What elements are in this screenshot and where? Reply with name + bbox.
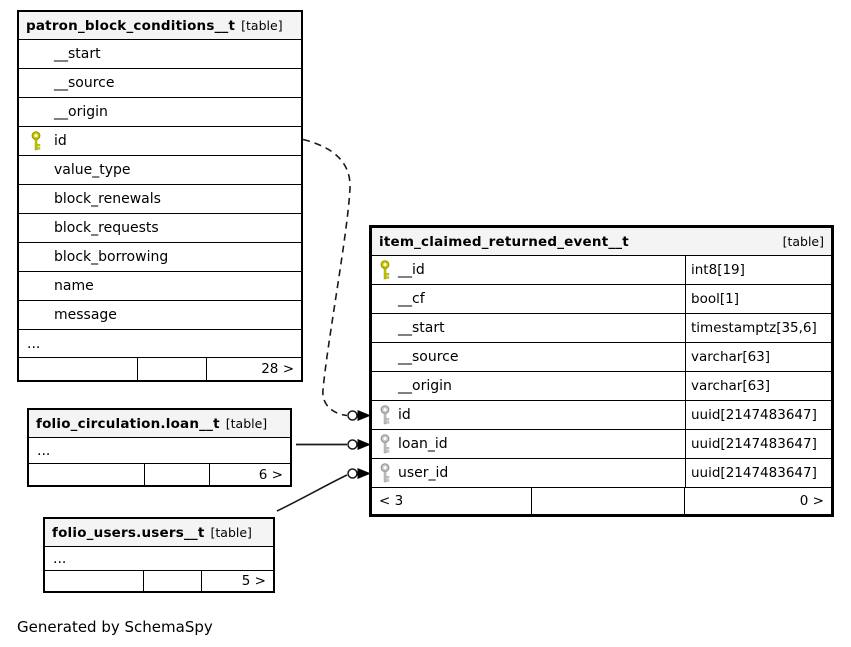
footer-cell-left — [29, 464, 145, 485]
column-type: bool[1] — [691, 291, 739, 307]
column-name: id — [54, 133, 67, 149]
footer-cell-middle — [138, 358, 207, 380]
column-row: block_renewals — [19, 185, 301, 214]
edge-patron-id-to-main-id — [302, 138, 371, 421]
column-name: __cf — [398, 291, 425, 307]
primary-key-icon — [380, 260, 390, 280]
footer-children-count: 5 > — [241, 573, 266, 589]
column-row: __start — [19, 40, 301, 69]
column-type: timestamptz[35,6] — [691, 320, 817, 336]
column-name: message — [54, 307, 117, 323]
column-name: block_renewals — [54, 191, 161, 207]
column-type: varchar[63] — [691, 349, 771, 365]
column-name: value_type — [54, 162, 131, 178]
table-footer: 6 > — [29, 464, 290, 485]
footer-children-count: 28 > — [261, 361, 294, 377]
column-row: user_id uuid[2147483647] — [372, 459, 831, 488]
edge-endpoint-circle — [347, 410, 358, 421]
footer-cell-left — [45, 571, 144, 591]
column-name: __start — [398, 320, 445, 336]
column-type: uuid[2147483647] — [691, 407, 817, 423]
column-type: uuid[2147483647] — [691, 436, 817, 452]
edge-users-to-main-user-id — [276, 468, 371, 512]
edge-arrowhead-icon — [357, 439, 371, 450]
table-header: folio_users.users__t [table] — [45, 519, 273, 547]
column-row: name — [19, 272, 301, 301]
footer-parents-count: < 3 — [372, 488, 532, 514]
table-type-badge: [table] — [210, 525, 252, 540]
footer-children-count: 0 > — [799, 493, 824, 509]
column-row: __id int8[19] — [372, 256, 831, 285]
ellipsis-label: ... — [27, 335, 41, 352]
ellipsis-label: ... — [37, 442, 51, 459]
column-row: __origin — [19, 98, 301, 127]
table-footer: 28 > — [19, 358, 301, 380]
column-row: value_type — [19, 156, 301, 185]
column-name: block_borrowing — [54, 249, 169, 265]
table-patron-block-conditions: patron_block_conditions__t [table] __sta… — [17, 10, 303, 382]
column-row: __cf bool[1] — [372, 285, 831, 314]
footer-cell-middle — [144, 571, 202, 591]
column-row: loan_id uuid[2147483647] — [372, 430, 831, 459]
edge-endpoint-circle — [347, 468, 358, 479]
foreign-key-icon — [380, 405, 390, 425]
column-name: __source — [54, 75, 115, 91]
ellipsis-label: ... — [53, 550, 67, 567]
edge-arrowhead-icon — [357, 468, 371, 479]
column-row: block_borrowing — [19, 243, 301, 272]
column-row: __source — [19, 69, 301, 98]
column-row: __origin varchar[63] — [372, 372, 831, 401]
column-name: user_id — [398, 465, 449, 481]
table-name-link[interactable]: folio_users.users__t — [52, 524, 205, 541]
table-type-badge: [table] — [225, 416, 268, 431]
table-header: patron_block_conditions__t [table] — [19, 12, 301, 40]
column-row: block_requests — [19, 214, 301, 243]
ellipsis-row: ... — [19, 330, 301, 358]
table-folio-circulation-loan: folio_circulation.loan__t [table] ... 6 … — [27, 408, 292, 487]
foreign-key-icon — [380, 434, 390, 454]
footer-cell-middle — [532, 488, 685, 514]
column-name: __origin — [398, 378, 452, 394]
column-row: __start timestamptz[35,6] — [372, 314, 831, 343]
column-row: __source varchar[63] — [372, 343, 831, 372]
footer-children-count: 6 > — [258, 466, 283, 483]
foreign-key-icon — [380, 463, 390, 483]
column-name: id — [398, 407, 411, 423]
table-name-link[interactable]: item_claimed_returned_event__t — [379, 233, 629, 250]
column-type: varchar[63] — [691, 378, 771, 394]
column-name: block_requests — [54, 220, 159, 236]
table-name-link[interactable]: folio_circulation.loan__t — [36, 415, 220, 432]
table-folio-users-users: folio_users.users__t [table] ... 5 > — [43, 517, 275, 593]
table-type-badge: [table] — [782, 234, 824, 249]
column-name: __start — [54, 46, 101, 62]
edge-endpoint-circle — [347, 439, 358, 450]
table-footer: < 3 0 > — [372, 488, 831, 514]
column-type: uuid[2147483647] — [691, 465, 817, 481]
ellipsis-row: ... — [29, 438, 290, 464]
primary-key-icon — [31, 131, 41, 151]
generated-by-note: Generated by SchemaSpy — [17, 618, 213, 636]
column-name: __id — [398, 262, 425, 278]
table-header: item_claimed_returned_event__t [table] — [372, 228, 831, 256]
column-row: message — [19, 301, 301, 330]
column-row: id uuid[2147483647] — [372, 401, 831, 430]
footer-cell-left — [19, 358, 138, 380]
column-name: name — [54, 278, 94, 294]
column-type: int8[19] — [691, 262, 745, 278]
column-row: id — [19, 127, 301, 156]
column-name: __source — [398, 349, 459, 365]
table-type-badge: [table] — [241, 18, 283, 33]
table-name-link[interactable]: patron_block_conditions__t — [26, 17, 236, 34]
table-item-claimed-returned-event: item_claimed_returned_event__t [table] _… — [369, 225, 834, 517]
edge-loan-to-main-loan-id — [296, 439, 371, 450]
edge-arrowhead-icon — [357, 410, 371, 421]
column-name: loan_id — [398, 436, 448, 452]
table-header: folio_circulation.loan__t [table] — [29, 410, 290, 438]
footer-cell-middle — [145, 464, 210, 485]
column-name: __origin — [54, 104, 108, 120]
ellipsis-row: ... — [45, 547, 273, 571]
table-footer: 5 > — [45, 571, 273, 591]
